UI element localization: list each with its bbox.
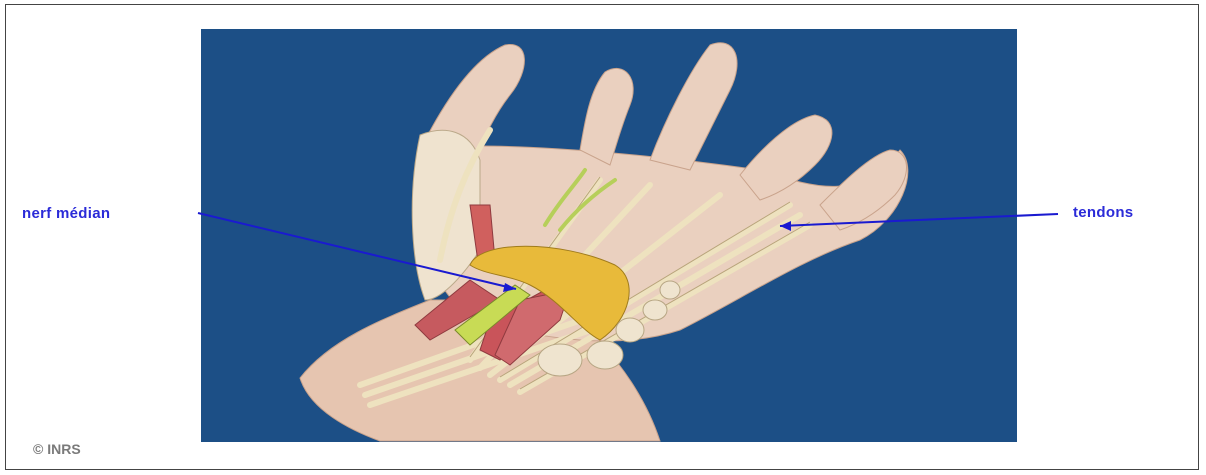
copyright-text: © INRS xyxy=(33,441,81,457)
middle-finger-shape xyxy=(650,43,737,170)
index-finger-shape xyxy=(580,68,633,165)
nerve-label: nerf médian xyxy=(22,205,110,222)
tendons-label: tendons xyxy=(1073,204,1133,221)
